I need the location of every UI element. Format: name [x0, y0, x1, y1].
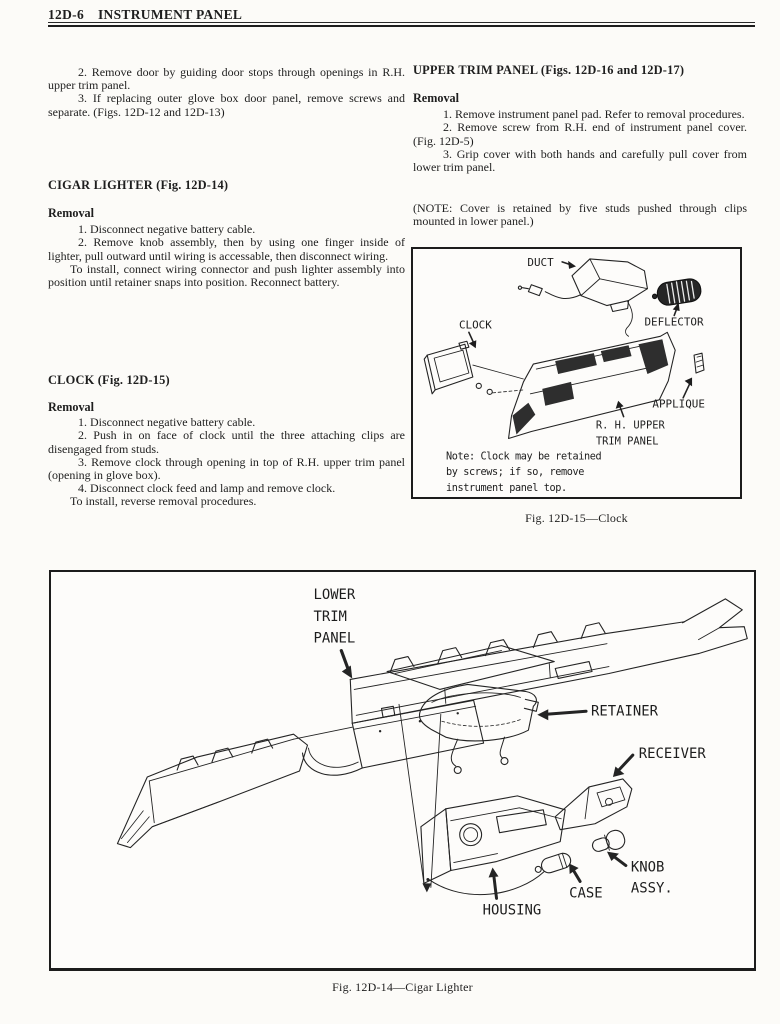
procedure-step: 2. Remove knob assembly, then by using o…	[48, 235, 405, 263]
figure-cigar-diagram: LOWER TRIM PANEL RETAINER RECEIVER KNOB …	[116, 587, 748, 918]
lower-trim-panel-right	[349, 598, 748, 724]
procedure-step: 1. Disconnect negative battery cable.	[78, 415, 256, 430]
note-paragraph: (NOTE: Cover is retained by five studs p…	[413, 201, 747, 229]
procedure-step: 4. Disconnect clock feed and lamp and re…	[78, 481, 336, 496]
cigar-lighter-block: Removal 1. Disconnect negative battery c…	[48, 206, 405, 290]
receiver-label: RECEIVER	[639, 746, 707, 762]
figure-note-line3: instrument panel top.	[446, 483, 567, 494]
header-rule-thin	[48, 22, 755, 23]
housing-label: HOUSING	[483, 902, 542, 918]
procedure-step: 2. Remove screw from R.H. end of instrum…	[413, 120, 747, 148]
panel-label-line1: R. H. UPPER	[596, 420, 666, 432]
duct-label: DUCT	[527, 256, 554, 269]
page-code: 12D-6	[48, 7, 84, 22]
deflector-part	[651, 278, 702, 306]
cigar-lighter-heading: CIGAR LIGHTER (Fig. 12D-14)	[48, 178, 229, 192]
figure-note-line2: by screws; if so, remove	[446, 467, 584, 478]
deflector-label: DEFLECTOR	[644, 315, 704, 328]
case-label: CASE	[569, 885, 603, 901]
clock-label: CLOCK	[459, 318, 492, 331]
arrowheads	[468, 260, 693, 409]
figure-cigar-box: LOWER TRIM PANEL RETAINER RECEIVER KNOB …	[49, 570, 756, 971]
receiver-part	[554, 778, 633, 831]
clock-part	[423, 340, 525, 395]
label-arrows	[468, 261, 691, 418]
case-part	[534, 852, 572, 874]
lower-trim-label-line3: PANEL	[313, 631, 355, 647]
duct-part	[517, 258, 648, 337]
intro-steps-block: 2. Remove door by guiding door stops thr…	[48, 65, 405, 119]
procedure-step: 1. Remove instrument panel pad. Refer to…	[443, 107, 745, 122]
removal-subheading: Removal	[48, 206, 95, 220]
intro-step: 3. If replacing outer glove box door pan…	[48, 91, 405, 119]
panel-openings	[512, 339, 669, 435]
page-header: 12D-6 INSTRUMENT PANEL	[48, 7, 242, 23]
retainer-label: RETAINER	[591, 703, 659, 719]
figure-cigar-caption: Fig. 12D-14—Cigar Lighter	[332, 980, 473, 994]
lower-trim-label-line1: LOWER	[313, 587, 355, 603]
procedure-step: 2. Push in on face of clock until the th…	[48, 428, 405, 456]
retainer-part	[418, 683, 539, 775]
clock-block: Removal 1. Disconnect negative battery c…	[48, 400, 405, 509]
figure-clock-diagram: DUCT DEFLECTOR CLOCK APPLIQUE R. H. UPPE…	[423, 256, 705, 494]
duct-tray	[386, 645, 555, 704]
header-rule-thick	[48, 25, 755, 27]
figure-clock-caption: Fig. 12D-15—Clock	[525, 511, 628, 525]
removal-subheading: Removal	[413, 91, 460, 105]
procedure-step: 3. Remove clock through opening in top o…	[48, 454, 405, 483]
section-title: INSTRUMENT PANEL	[98, 7, 243, 22]
panel-label-line2: TRIM PANEL	[596, 435, 659, 447]
upper-trim-panel-block: Removal 1. Remove instrument panel pad. …	[413, 91, 747, 175]
applique-label: APPLIQUE	[652, 398, 705, 411]
install-note: To install, connect wiring connector and…	[48, 261, 405, 290]
knob-part	[591, 829, 626, 852]
procedure-step: 3. Grip cover with both hands and carefu…	[413, 146, 747, 175]
removal-subheading: Removal	[48, 400, 95, 414]
procedure-step: 1. Disconnect negative battery cable.	[78, 222, 256, 237]
trim-panel-outline	[508, 331, 676, 440]
steering-hump	[301, 747, 363, 776]
housing-part	[420, 795, 566, 896]
install-note: To install, reverse removal procedures.	[70, 494, 257, 509]
figure-clock-box: DUCT DEFLECTOR CLOCK APPLIQUE R. H. UPPE…	[411, 247, 742, 499]
figure-note-line1: Note: Clock may be retained	[446, 451, 601, 462]
knob-label-line2: ASSY.	[631, 880, 673, 896]
lower-trim-panel-center	[351, 699, 485, 769]
applique-part	[693, 352, 705, 374]
lower-trim-label-line2: TRIM	[313, 609, 347, 625]
lower-trim-panel-left	[116, 726, 353, 849]
leader-lines	[398, 703, 442, 893]
upper-trim-panel-heading: UPPER TRIM PANEL (Figs. 12D-16 and 12D-1…	[413, 63, 685, 77]
knob-label-line1: KNOB	[631, 859, 665, 875]
label-arrows	[339, 649, 635, 900]
clock-heading: CLOCK (Fig. 12D-15)	[48, 373, 170, 387]
intro-step: 2. Remove door by guiding door stops thr…	[48, 65, 405, 93]
